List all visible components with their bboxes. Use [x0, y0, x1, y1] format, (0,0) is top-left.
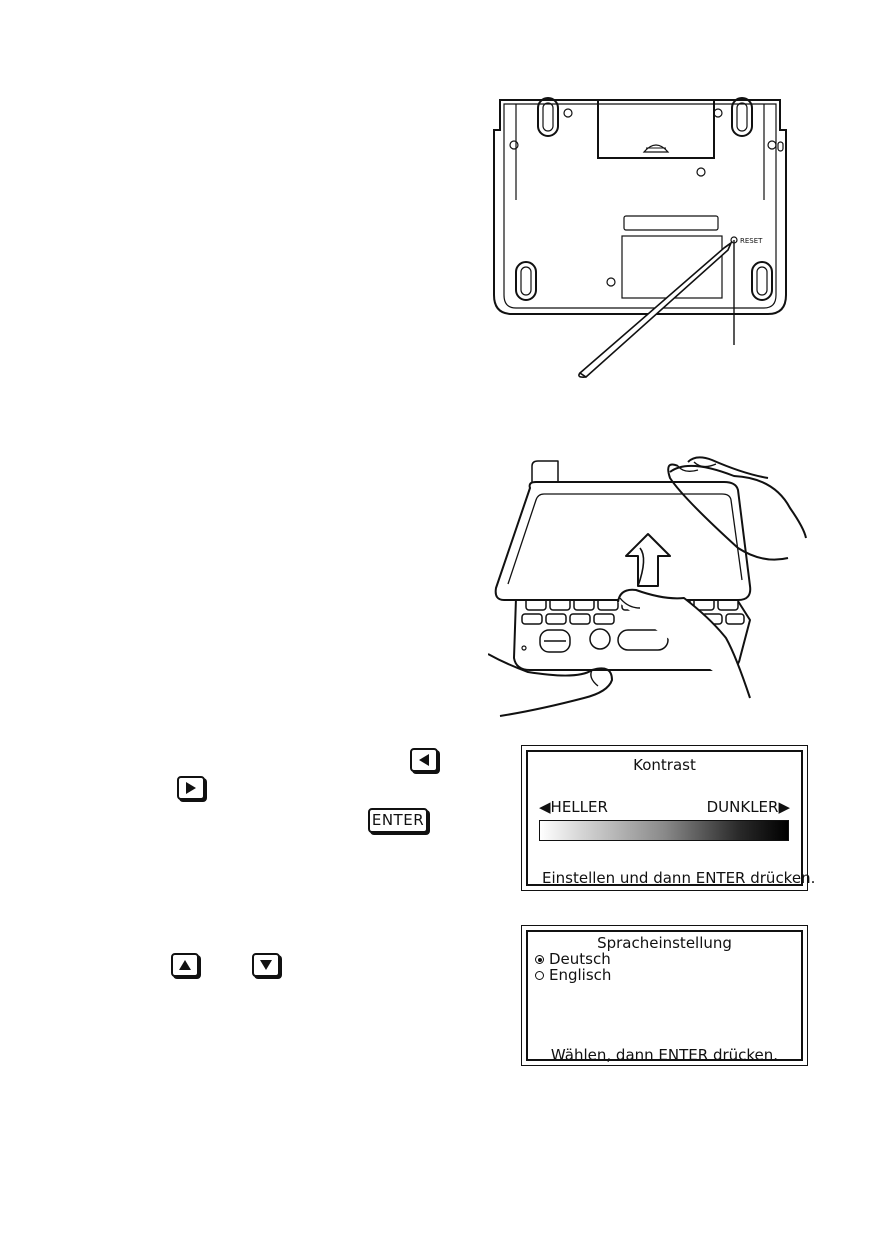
- language-option[interactable]: Deutsch: [535, 950, 611, 968]
- up-arrow-icon: [179, 960, 191, 970]
- down-arrow-key[interactable]: [252, 953, 280, 977]
- radio-selected-icon: [535, 955, 544, 964]
- reset-figure: RESET: [488, 90, 788, 380]
- language-screen-frame: Spracheinstellung Deutsch Englisch Wähle…: [526, 930, 803, 1064]
- language-footer: Wählen, dann ENTER drücken.: [550, 1046, 779, 1064]
- left-arrow-key[interactable]: [410, 748, 438, 772]
- language-screen-title: Spracheinstellung: [597, 934, 732, 952]
- language-option-label: Deutsch: [549, 950, 611, 968]
- enter-key-label: ENTER: [371, 811, 425, 829]
- contrast-screen-frame: Kontrast ◀HELLER DUNKLER▶ Einstellen und…: [526, 750, 815, 887]
- radio-unselected-icon: [535, 971, 544, 980]
- open-lid-figure: [488, 448, 818, 720]
- contrast-screen-title: Kontrast: [633, 756, 696, 774]
- language-option[interactable]: Englisch: [535, 966, 611, 984]
- up-arrow-key[interactable]: [171, 953, 199, 977]
- dunkler-label: DUNKLER▶: [706, 798, 790, 816]
- reset-label: RESET: [740, 237, 763, 245]
- right-arrow-key[interactable]: [177, 776, 205, 800]
- contrast-gradient-bar: [539, 820, 789, 841]
- enter-key[interactable]: ENTER: [368, 808, 428, 833]
- left-arrow-icon: [419, 754, 429, 766]
- heller-label: ◀HELLER: [539, 798, 608, 816]
- right-arrow-icon: [186, 782, 196, 794]
- hands-opening-device-illustration: [488, 456, 807, 717]
- contrast-footer: Einstellen und dann ENTER drücken.: [542, 869, 816, 887]
- device-bottom-illustration: RESET: [493, 97, 787, 379]
- down-arrow-icon: [260, 960, 272, 970]
- language-option-label: Englisch: [549, 966, 612, 984]
- contrast-screen: Kontrast ◀HELLER DUNKLER▶ Einstellen und…: [521, 745, 815, 891]
- language-screen: Spracheinstellung Deutsch Englisch Wähle…: [521, 925, 808, 1066]
